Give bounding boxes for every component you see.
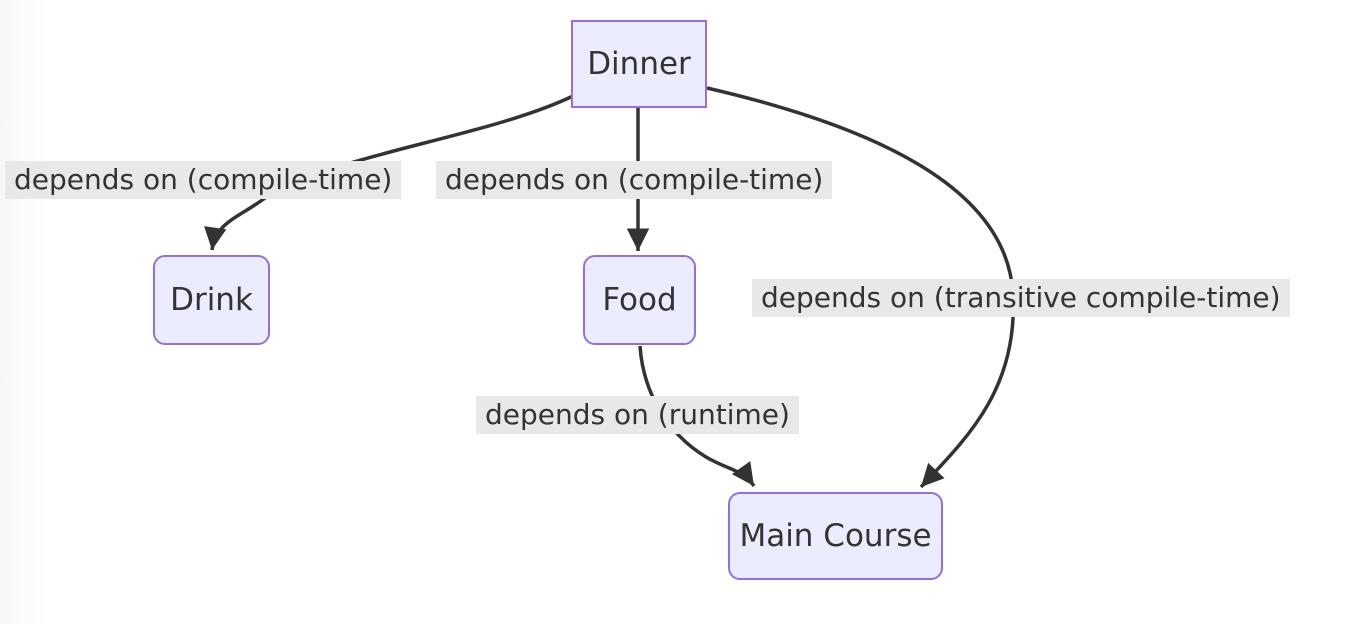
edge-dinner-main-course bbox=[706, 86, 1016, 489]
node-drink: Drink bbox=[153, 255, 270, 345]
node-food: Food bbox=[583, 255, 696, 345]
node-main-course: Main Course bbox=[728, 492, 943, 580]
edge-label-dinner-main-course: depends on (transitive compile-time) bbox=[752, 279, 1290, 318]
edge-label-dinner-food: depends on (compile-time) bbox=[436, 161, 833, 200]
node-dinner: Dinner bbox=[571, 20, 707, 108]
edge-food-main-course bbox=[638, 345, 756, 488]
edge-label-food-main-course: depends on (runtime) bbox=[476, 396, 799, 435]
edge-label-dinner-drink: depends on (compile-time) bbox=[5, 161, 402, 200]
